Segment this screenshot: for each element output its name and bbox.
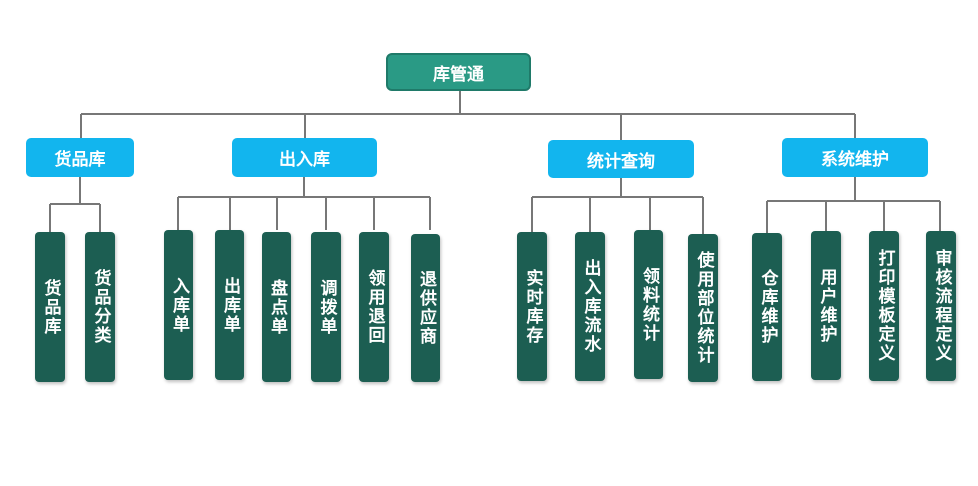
- leaf-audit-process[interactable]: 审核流程定义: [926, 231, 956, 381]
- category-stats[interactable]: 统计查询: [548, 140, 694, 178]
- connector-stats: [531, 178, 704, 234]
- leaf-realtime-stock[interactable]: 实时库存: [517, 232, 547, 381]
- leaf-outbound-order[interactable]: 出库单: [215, 230, 244, 380]
- leaf-user-maintenance[interactable]: 用户维护: [811, 231, 841, 380]
- connector-system: [766, 177, 941, 233]
- leaf-print-template[interactable]: 打印模板定义: [869, 231, 899, 381]
- category-inout[interactable]: 出入库: [232, 138, 377, 177]
- leaf-goods[interactable]: 货品库: [35, 232, 65, 382]
- leaf-inbound-order[interactable]: 入库单: [164, 230, 193, 380]
- leaf-goods-category[interactable]: 货品分类: [85, 232, 115, 382]
- connector-goods: [49, 177, 101, 232]
- category-goods[interactable]: 货品库: [26, 138, 134, 177]
- leaf-transfer-order[interactable]: 调拨单: [311, 232, 341, 382]
- leaf-material-stats[interactable]: 领料统计: [634, 230, 663, 379]
- leaf-requisition-return[interactable]: 领用退回: [359, 232, 389, 382]
- connector-inout: [177, 177, 431, 230]
- leaf-return-supplier[interactable]: 退供应商: [411, 234, 440, 382]
- leaf-warehouse-maintenance[interactable]: 仓库维护: [752, 233, 782, 381]
- leaf-inout-flow[interactable]: 出入库流水: [575, 232, 605, 381]
- category-system[interactable]: 系统维护: [782, 138, 928, 177]
- leaf-stocktake-order[interactable]: 盘点单: [262, 232, 291, 382]
- root-node[interactable]: 库管通: [386, 53, 531, 91]
- connector-root: [80, 91, 856, 140]
- leaf-usage-location-stats[interactable]: 使用部位统计: [688, 234, 718, 382]
